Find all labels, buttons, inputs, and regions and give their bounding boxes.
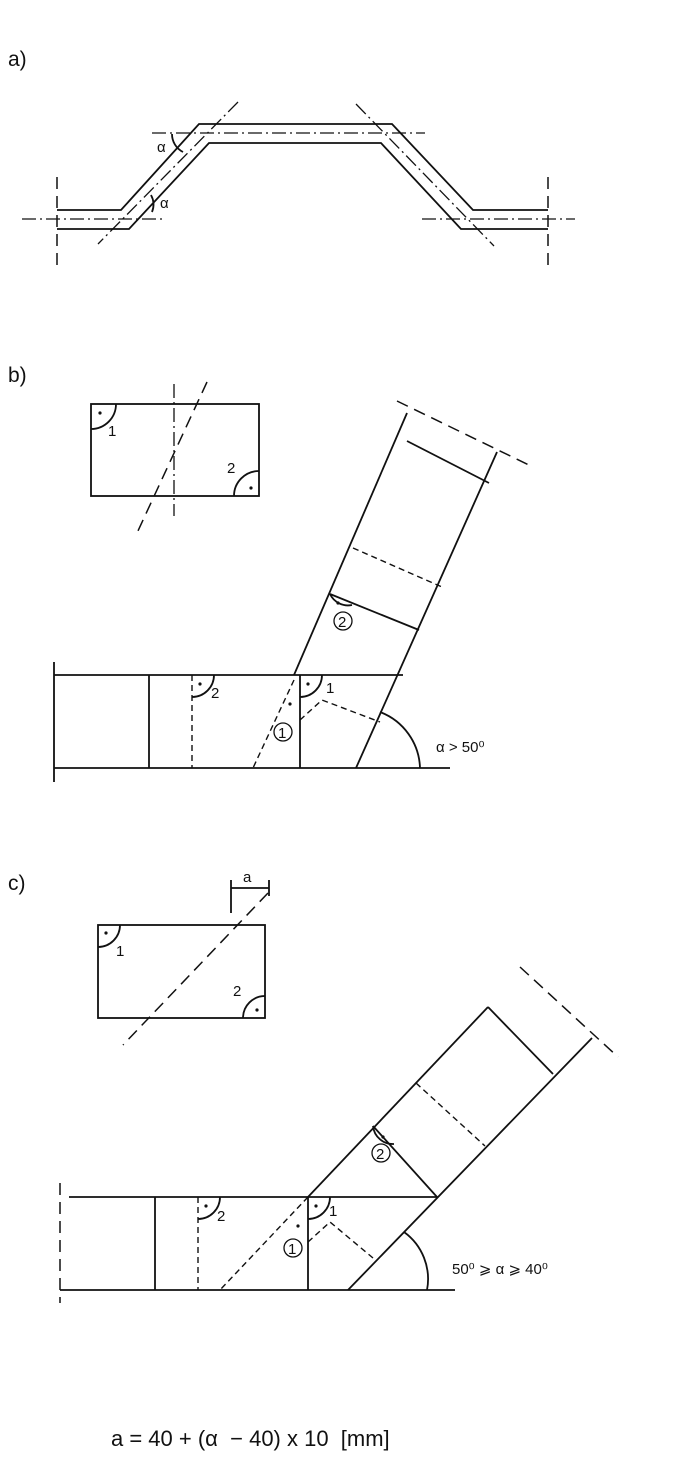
incline-divider-top [406, 440, 490, 484]
incline-end-cut [396, 400, 534, 468]
inset-mark-1: 1 [108, 423, 116, 440]
panel-b: b) 1 2 2 2 1 [8, 364, 534, 782]
cut-line-diagonal-c [219, 1196, 309, 1291]
mark-2-upper-c: 2 [376, 1146, 384, 1163]
panel-b-label: b) [8, 364, 27, 387]
mark-1-dashed-arc [299, 699, 381, 723]
profile-outer [57, 123, 548, 211]
panel-a: a) α α [8, 48, 575, 268]
inset-arc-1 [90, 403, 117, 430]
mark-1-dashed-arc-c [307, 1221, 374, 1259]
inset-rectangle-c [97, 924, 266, 1019]
mark-arc-1-right-c [307, 1196, 331, 1220]
angle-arc-c [403, 1231, 429, 1291]
mark-dot-2-upper [336, 601, 340, 605]
incline-divider-top-c [487, 1006, 554, 1075]
incline-right-edge-c [347, 1037, 593, 1291]
mark-1-lower: 1 [278, 725, 286, 742]
incline-divider-dashed-c [415, 1082, 486, 1147]
mark-dot-2-upper-c [381, 1135, 385, 1139]
panel-c: c) a 1 2 2 2 [8, 869, 619, 1303]
inset-rectangle [90, 403, 260, 497]
incline-divider-lower [329, 593, 420, 631]
inset-mark-1-c: 1 [116, 943, 124, 960]
mark-arc-1-right [299, 674, 323, 698]
incline-divider-dashed [352, 547, 443, 588]
incline-right-edge [355, 451, 498, 769]
mark-dot-1-lower [288, 702, 292, 706]
mark-dot-1-right [306, 682, 310, 686]
angle-arc [379, 711, 421, 769]
inset-cut-line-c [122, 892, 269, 1046]
centerline-diag-left [97, 101, 239, 245]
inset-dot-1-c [104, 931, 108, 935]
mark-circle-2-upper [333, 611, 353, 631]
inset-dot-2-c [255, 1008, 259, 1012]
condition-label-c: 50⁰ ⩾ α ⩾ 40⁰ [452, 1261, 548, 1278]
incline-left-edge-c [307, 1006, 489, 1198]
angle-arc-bottom [150, 194, 155, 213]
mark-1-lower-c: 1 [288, 1241, 296, 1258]
mark-circle-1-lower [273, 722, 293, 742]
inset-mark-2-c: 2 [233, 983, 241, 1000]
mark-arc-2-upper-c [372, 1125, 395, 1145]
mark-dot-1-lower-c [296, 1224, 300, 1228]
mark-1-right: 1 [326, 680, 334, 697]
mark-dot-2-left [198, 682, 202, 686]
inset-mark-2: 2 [227, 460, 235, 477]
mark-2-left-c: 2 [217, 1208, 225, 1225]
angle-label-bottom: α [160, 195, 169, 212]
centerline-diag-right [355, 103, 495, 247]
panel-c-label: c) [8, 872, 26, 895]
formula: a = 40 + (α − 40) x 10 [mm] [111, 1426, 390, 1451]
condition-label: α > 50⁰ [436, 739, 484, 756]
incline-left-edge [293, 412, 408, 676]
profile-inner [57, 142, 548, 230]
panel-a-label: a) [8, 48, 27, 71]
mark-circle-1-lower-c [283, 1238, 303, 1258]
inset-arc-1-c [97, 924, 121, 948]
mark-dot-1-right-c [314, 1204, 318, 1208]
mark-circle-2-upper-c [371, 1143, 391, 1163]
mark-2-left: 2 [211, 685, 219, 702]
mark-dot-2-left-c [204, 1204, 208, 1208]
mark-2-upper: 2 [338, 614, 346, 631]
mark-1-right-c: 1 [329, 1203, 337, 1220]
angle-label-top: α [157, 139, 166, 156]
mark-arc-2-left-c [197, 1196, 221, 1220]
inset-dot-2 [249, 486, 253, 490]
angle-arc-top [171, 133, 184, 153]
incline-end-cut-c [519, 966, 619, 1058]
dim-a-label: a [243, 869, 252, 886]
inset-dot-1 [98, 411, 102, 415]
inset-arc-2-c [242, 995, 266, 1019]
inset-cut-line [136, 381, 208, 534]
mark-arc-2-left [191, 674, 215, 698]
inset-arc-2 [233, 470, 260, 497]
cut-line-diagonal [252, 679, 295, 769]
